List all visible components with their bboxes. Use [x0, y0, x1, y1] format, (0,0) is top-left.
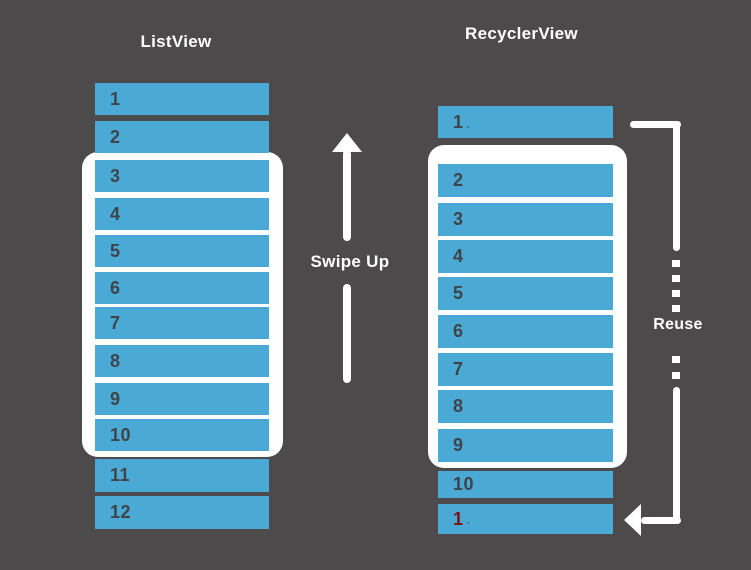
listview-row: 7 [95, 307, 269, 339]
listview-row: 8 [95, 345, 269, 377]
row-number: 7 [453, 359, 464, 379]
recyclerview-row: 6 [438, 315, 613, 348]
swipe-up-label: Swipe Up [310, 252, 390, 271]
reuse-arrow-dash [672, 305, 680, 312]
reuse-arrow-dash [672, 290, 680, 297]
row-number: 9 [453, 435, 464, 455]
swipe-up-arrow-line-lower [343, 284, 351, 383]
listview-row: 10 [95, 419, 269, 451]
reuse-arrow-top-horizontal [630, 121, 681, 128]
row-number: 3 [453, 209, 464, 229]
listview-row: 3 [95, 160, 269, 192]
reuse-label: Reuse [653, 316, 703, 333]
listview-row: 12 [95, 496, 269, 529]
reuse-arrow-vertical-lower [673, 387, 680, 524]
swipe-up-arrowhead-icon [332, 133, 362, 152]
recyclerview-title: RecyclerView [465, 24, 578, 43]
row-number: 12 [110, 502, 132, 522]
row-number: 1 [453, 111, 464, 132]
listview-row: 4 [95, 198, 269, 230]
row-number: 9 [110, 388, 121, 409]
row-number: 2 [110, 126, 121, 147]
row-number: 6 [110, 277, 121, 298]
listview-row: 5 [95, 235, 269, 267]
recyclerview-row: 1. [438, 106, 613, 138]
listview-row: 11 [95, 459, 269, 492]
row-number-dot: . [466, 116, 471, 131]
listview-row: 9 [95, 383, 269, 415]
recyclerview-row: 5 [438, 277, 613, 310]
row-number: 8 [453, 396, 464, 416]
reused-row-number: 1 [453, 508, 464, 529]
reuse-arrow-vertical-upper [673, 121, 680, 251]
recyclerview-row: 7 [438, 353, 613, 386]
swipe-up-arrow-line-upper [343, 150, 351, 241]
row-number: 3 [110, 165, 121, 186]
reuse-arrow-dash [672, 275, 680, 282]
reuse-arrowhead-icon [624, 504, 641, 536]
row-number: 10 [110, 424, 132, 445]
row-number: 5 [453, 283, 464, 303]
reuse-arrow-dash [672, 260, 680, 267]
recyclerview-row: 4 [438, 240, 613, 273]
listview-title: ListView [140, 32, 212, 51]
row-number: 11 [110, 465, 131, 485]
listview-row: 6 [95, 272, 269, 304]
listview-row: 2 [95, 121, 269, 153]
listview-row: 1 [95, 83, 269, 115]
row-number: 4 [110, 203, 121, 224]
recyclerview-row: 3 [438, 203, 613, 236]
recyclerview-row: 10 [438, 471, 613, 498]
row-number: 1 [110, 88, 121, 109]
recyclerview-row-reused: 1. [438, 504, 613, 534]
row-number: 6 [453, 321, 464, 341]
row-number: 2 [453, 170, 464, 190]
recyclerview-row: 2 [438, 164, 613, 197]
row-number: 10 [453, 474, 475, 494]
row-number: 8 [110, 350, 121, 371]
reuse-arrow-bottom-horizontal [641, 517, 681, 524]
reuse-arrow-dash [672, 356, 680, 363]
row-number-dot: . [466, 512, 471, 527]
row-number: 7 [110, 312, 121, 333]
recyclerview-row: 8 [438, 390, 613, 423]
row-number: 4 [453, 246, 464, 266]
recyclerview-row: 9 [438, 429, 613, 462]
row-number: 5 [110, 240, 121, 261]
reuse-arrow-dash [672, 372, 680, 379]
